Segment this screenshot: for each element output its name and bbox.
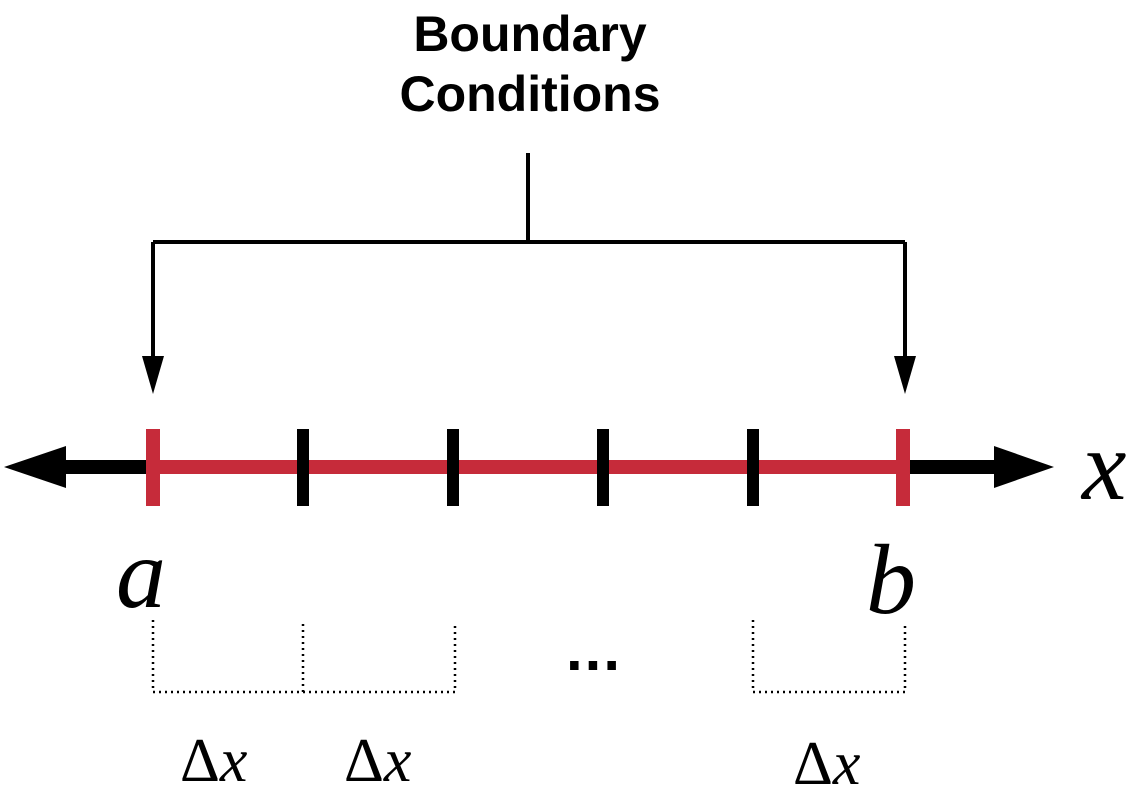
diagram-title: Boundary Conditions bbox=[330, 4, 730, 124]
boundary-tick-a bbox=[146, 429, 160, 506]
boundary-tick-b bbox=[896, 429, 910, 506]
spacing-label-3: Δx bbox=[793, 733, 860, 795]
axis-left-arrowhead bbox=[4, 446, 66, 488]
left-endpoint-label: a bbox=[116, 518, 166, 629]
spacing-bracket-2 bbox=[303, 624, 457, 694]
axis-label-x: x bbox=[1082, 410, 1127, 521]
title-line-2: Conditions bbox=[399, 66, 661, 122]
spacing-brackets bbox=[151, 620, 907, 694]
grid-tick-1 bbox=[297, 429, 309, 506]
grid-tick-3 bbox=[597, 429, 609, 506]
delta-variable: x bbox=[219, 727, 248, 795]
right-endpoint-label: b bbox=[866, 524, 916, 635]
delta-variable: x bbox=[383, 727, 412, 795]
grid-tick-2 bbox=[447, 429, 459, 506]
grid-tick-4 bbox=[747, 429, 759, 506]
delta-symbol: Δ bbox=[793, 730, 833, 798]
left-boundary-arrowhead bbox=[142, 356, 164, 394]
boundary-bracket bbox=[151, 153, 907, 360]
ellipsis: ... bbox=[566, 616, 623, 683]
axis-right-arrowhead bbox=[994, 446, 1054, 488]
spacing-label-1: Δx bbox=[180, 730, 247, 792]
delta-symbol: Δ bbox=[180, 727, 220, 795]
title-line-1: Boundary bbox=[413, 6, 647, 62]
delta-symbol: Δ bbox=[344, 727, 384, 795]
right-boundary-arrowhead bbox=[894, 356, 916, 394]
spacing-label-2: Δx bbox=[344, 730, 411, 792]
spacing-bracket-3 bbox=[751, 620, 907, 694]
delta-variable: x bbox=[832, 730, 861, 798]
spacing-bracket-1 bbox=[151, 620, 305, 694]
